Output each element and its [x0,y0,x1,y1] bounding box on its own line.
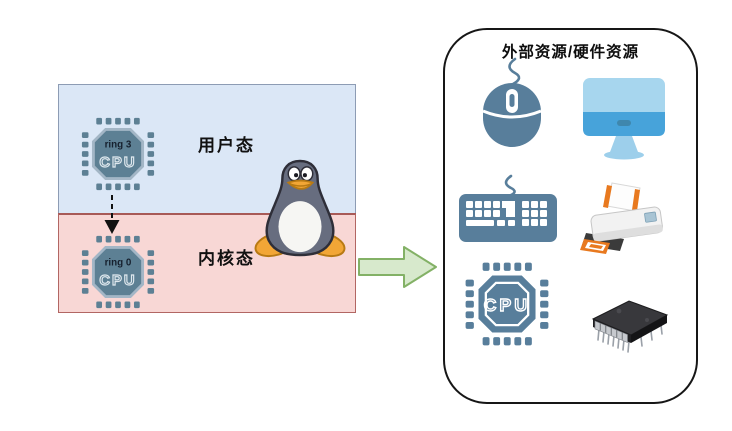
mouse-icon [482,57,542,147]
tux-penguin-icon [254,159,346,258]
memory-chip-icon [591,300,669,353]
cpu-chip-text: CPU [484,295,531,315]
cpu-ring0-icon: ring 0 CPU [81,235,155,309]
ring0-label: ring 0 [105,257,132,268]
printer-icon [580,182,663,254]
cpu-ring3-icon: ring 3 CPU [81,117,155,191]
ring3-label: ring 3 [105,139,132,150]
user-mode-label: 用户态 [198,136,255,155]
mode-switch-arrow [104,195,120,234]
keyboard-icon [459,174,557,242]
flow-arrow [358,246,437,288]
hardware-resources-panel: 外部资源/硬件资源 [443,28,698,404]
ring0-cpu-text: CPU [99,273,136,289]
hardware-panel-title: 外部资源/硬件资源 [501,44,640,61]
cpu-chip-icon: CPU [465,262,549,346]
ring3-cpu-text: CPU [99,155,136,171]
monitor-icon [583,78,665,160]
kernel-mode-label: 内核态 [198,249,255,268]
